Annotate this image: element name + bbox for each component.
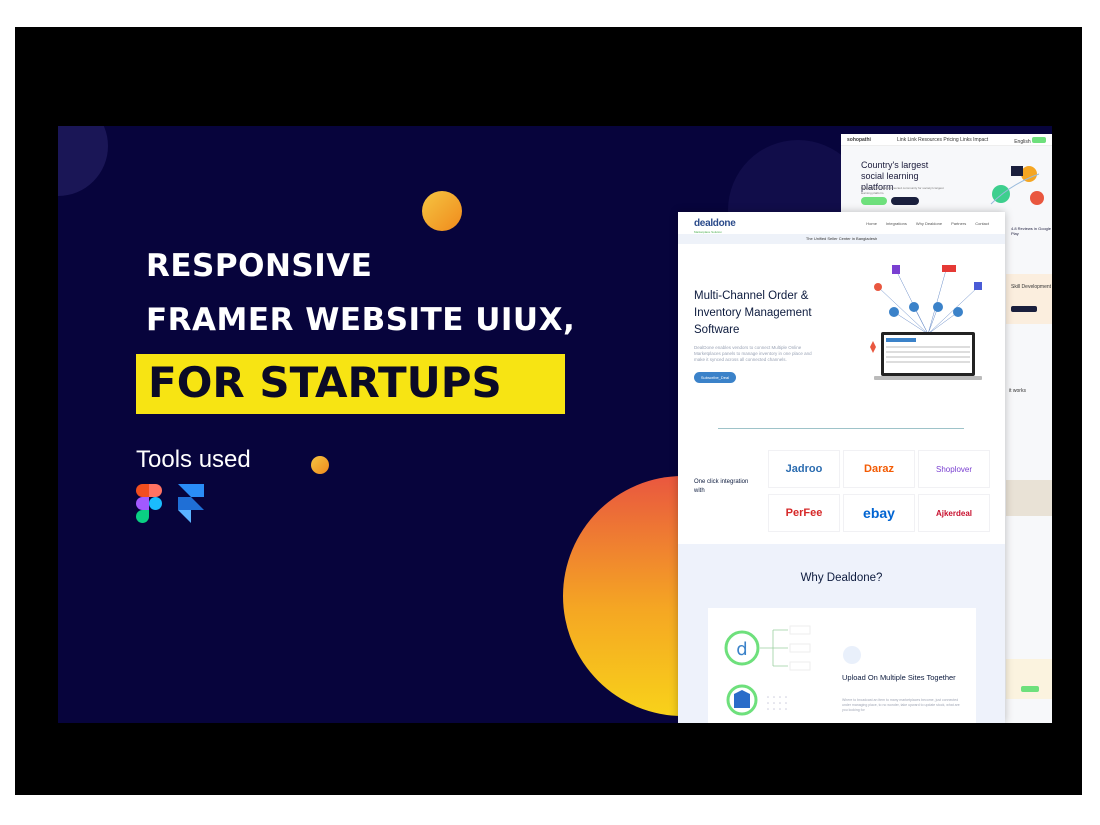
skill-card-title: Skill Development xyxy=(1011,284,1052,290)
hero-title: Multi-Channel Order & Inventory Manageme… xyxy=(694,290,812,336)
highlight-title: FOR STARTUPS xyxy=(148,358,502,407)
laptop-marketplace-illustration xyxy=(870,265,982,380)
primary-cta-button[interactable] xyxy=(861,197,887,205)
banner: RESPONSIVE FRAMER WEBSITE UIUX, FOR STAR… xyxy=(58,126,1052,723)
promo-card xyxy=(1006,659,1052,699)
announcement-strip: The Unified Seller Center in Bangladesh xyxy=(678,234,1005,244)
nav-link-why[interactable]: Why Dealdone xyxy=(915,220,943,226)
integration-label: One click integration with xyxy=(694,479,749,494)
marketplace-logo-ajkerdeal[interactable]: Ajkerdeal xyxy=(918,494,990,532)
why-section-title: Why Dealdone? xyxy=(800,572,883,584)
marketplace-logo-daraz[interactable]: Daraz xyxy=(843,450,915,488)
person-photo xyxy=(1006,480,1052,516)
decorative-circle xyxy=(58,126,108,196)
mockup-navbar: dealdone Marketplace Solution Home Integ… xyxy=(678,212,1005,234)
mockup-navbar: sohopathi Link Link Resources Pricing Li… xyxy=(841,134,1052,146)
marketplace-logo-grid: Jadroo Daraz Shoplover PerFee ebay Ajker… xyxy=(768,450,990,532)
mockup-hero-subtitle: Learn with the best, connected community… xyxy=(861,186,944,195)
mockup-logo: sohopathi xyxy=(847,137,871,143)
framer-icon xyxy=(178,484,204,523)
hero-subtitle: DealDone enables vendors to connect Mult… xyxy=(694,345,812,362)
mockup-hero-title: Country's largest social learning platfo… xyxy=(861,160,929,192)
upload-cloud-icon xyxy=(843,646,861,664)
skill-card-button[interactable] xyxy=(1011,306,1037,312)
mockup-nav-links: Link Link Resources Pricing Links Impact xyxy=(896,137,989,143)
nav-link[interactable]: Links Impact xyxy=(960,137,989,143)
hero-illustration xyxy=(990,166,1044,205)
title-line-2: FRAMER WEBSITE UIUX, xyxy=(146,302,576,338)
marketplace-logo-perfee[interactable]: PerFee xyxy=(768,494,840,532)
nav-link[interactable]: Link xyxy=(907,137,917,143)
marketplace-logo-ebay[interactable]: ebay xyxy=(843,494,915,532)
nav-link[interactable]: Pricing xyxy=(943,137,959,143)
nav-link-contact[interactable]: Contact xyxy=(975,220,989,226)
section-heading: it works xyxy=(1009,388,1026,394)
nav-link-home[interactable]: Home xyxy=(866,220,877,226)
feature-card xyxy=(708,608,976,723)
nav-link-partners[interactable]: Partners xyxy=(951,220,967,226)
svg-text:d: d xyxy=(736,639,747,660)
divider-line xyxy=(718,428,964,429)
figma-icon xyxy=(136,484,162,523)
nav-link[interactable]: Link xyxy=(896,137,907,143)
subscribe-button[interactable]: Subscribe_Deal xyxy=(694,372,736,383)
cta-button[interactable] xyxy=(1032,137,1046,143)
rating-text: 4.8 Reviews in Google Play xyxy=(1011,226,1052,236)
marketplace-logo-shoplover[interactable]: Shoplover xyxy=(918,450,990,488)
nav-link[interactable]: Resources xyxy=(918,137,942,143)
dealdone-logo[interactable]: dealdone Marketplace Solution xyxy=(694,217,736,234)
skill-card xyxy=(1006,274,1052,324)
feature-card-text: Where to broadcast an item to many marke… xyxy=(842,698,960,712)
title-line-1: RESPONSIVE xyxy=(146,248,373,284)
tools-used-label: Tools used xyxy=(136,446,251,473)
nav-links: Home Integrations Why Dealdone Partners … xyxy=(866,221,989,226)
secondary-cta-button[interactable] xyxy=(891,197,919,205)
upload-diagram-illustration: d xyxy=(724,625,811,716)
nav-link-integrations[interactable]: Integrations xyxy=(885,220,907,226)
dealdone-website-mockup: dealdone Marketplace Solution Home Integ… xyxy=(678,212,1005,723)
marketplace-logo-jadroo[interactable]: Jadroo xyxy=(768,450,840,488)
feature-card-title: Upload On Multiple Sites Together xyxy=(842,673,956,682)
decorative-orange-dot xyxy=(311,456,329,474)
language-selector[interactable]: English xyxy=(1014,137,1046,145)
decorative-orange-dot xyxy=(422,191,462,231)
promo-card-button[interactable] xyxy=(1021,686,1039,692)
highlight-box xyxy=(136,354,565,414)
